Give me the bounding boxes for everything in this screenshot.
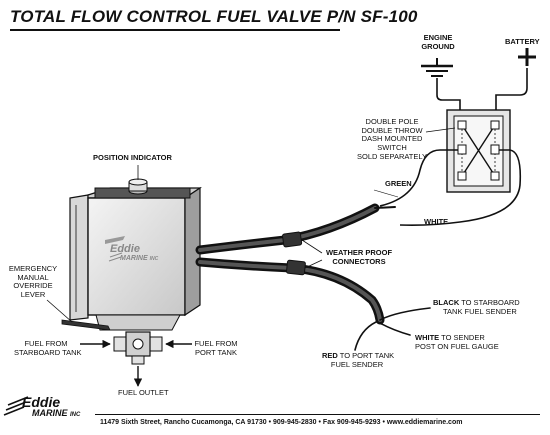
switch-description: DOUBLE POLE DOUBLE THROW DASH MOUNTED SW…	[356, 117, 428, 161]
footer-logo: Eddie MARINE INC	[22, 394, 80, 419]
override-lever-label: EMERGENCY MANUAL OVERRIDE LEVER	[6, 264, 60, 300]
box-logo-inc: INC	[149, 256, 159, 262]
company-logo-mark	[3, 396, 29, 416]
black-word: BLACK	[433, 298, 460, 307]
footer-logo-line-1: Eddie	[22, 394, 61, 410]
dpdt-switch-icon	[446, 109, 511, 193]
connectors-line-1: WEATHER PROOF	[325, 248, 393, 257]
title-underline	[10, 29, 340, 31]
override-line-4: LEVER	[20, 289, 46, 299]
position-indicator-label: POSITION INDICATOR	[93, 153, 172, 162]
box-logo-mark	[108, 252, 123, 262]
footer-logo-line-2: MARINE INC	[22, 409, 80, 419]
footer-logo-inc: INC	[70, 412, 81, 419]
diagram-title: TOTAL FLOW CONTROL FUEL VALVE P/N SF-100	[10, 7, 418, 26]
battery-label: BATTERY	[505, 37, 540, 46]
switch-power-wires	[436, 68, 528, 118]
box-logo: Eddie MARINE INC	[110, 243, 158, 263]
engine-ground-line-1: ENGINE	[423, 33, 453, 42]
fuel-starboard-label: FUEL FROM STARBOARD TANK	[14, 339, 82, 357]
override-line-2: MANUAL	[17, 272, 49, 282]
red-line-2: FUEL SENDER	[330, 359, 384, 369]
box-logo-line-2: MARINE INC	[110, 255, 158, 262]
box-logo-marine: MARINE	[120, 255, 148, 262]
engine-ground-label: ENGINE GROUND	[414, 33, 462, 51]
fuel-starboard-line-2: STARBOARD TANK	[14, 347, 82, 357]
override-line-3: OVERRIDE	[13, 281, 53, 291]
black-rest: TO STARBOARD	[459, 298, 520, 307]
fuel-port-label: FUEL FROM PORT TANK	[190, 339, 242, 357]
fuel-port-line-2: PORT TANK	[195, 347, 237, 357]
white-word: WHITE	[415, 333, 440, 342]
white-sender-label: WHITE TO SENDER POST ON FUEL GAUGE	[415, 333, 499, 351]
black-wire-label: BLACK TO STARBOARD TANK FUEL SENDER	[433, 298, 520, 316]
footer-rule	[95, 414, 540, 415]
three-way-fitting-icon	[113, 331, 163, 365]
override-lever-icon	[46, 299, 111, 331]
red-rest: TO PORT TANK	[337, 351, 395, 360]
switch-signal-wires	[379, 149, 522, 226]
white-wire-label: WHITE	[424, 217, 449, 226]
override-line-1: EMERGENCY	[8, 264, 58, 273]
weatherproof-connector-icon	[282, 231, 306, 276]
ground-symbol-icon	[421, 58, 453, 77]
footer-logo-marine: MARINE	[32, 408, 68, 419]
connectors-label: WEATHER PROOF CONNECTORS	[314, 248, 404, 266]
connectors-line-2: CONNECTORS	[332, 256, 386, 266]
flow-arrow-icon	[80, 339, 192, 387]
fuel-outlet-label: FUEL OUTLET	[118, 388, 169, 397]
green-wire-label: GREEN	[385, 179, 412, 188]
box-logo-line-1: Eddie	[110, 243, 140, 255]
cable-harness	[195, 203, 431, 351]
switch-line-3: DASH MOUNTED	[361, 134, 423, 144]
black-line-2: TANK FUEL SENDER	[443, 306, 517, 316]
red-wire-label: RED TO PORT TANK FUEL SENDER	[322, 351, 395, 369]
switch-line-2: DOUBLE THROW	[361, 125, 423, 135]
engine-ground-line-2: GROUND	[421, 41, 455, 51]
switch-line-4: SWITCH	[377, 142, 407, 152]
footer-address: 11479 Sixth Street, Rancho Cucamonga, CA…	[100, 419, 463, 426]
fuel-port-line-1: FUEL FROM	[194, 339, 238, 348]
switch-line-5: SOLD SEPARATELY	[356, 151, 428, 161]
green-leader	[373, 189, 399, 198]
white-line-2: POST ON FUEL GAUGE	[415, 341, 499, 351]
red-word: RED	[322, 351, 338, 360]
battery-plus-icon	[518, 48, 536, 66]
connector-leaders	[301, 239, 323, 269]
switch-leader	[425, 127, 456, 133]
fuel-starboard-line-1: FUEL FROM	[24, 339, 68, 348]
white-rest: TO SENDER	[439, 333, 485, 342]
switch-line-1: DOUBLE POLE	[365, 117, 419, 126]
fuel-valve-body-icon	[69, 178, 202, 331]
